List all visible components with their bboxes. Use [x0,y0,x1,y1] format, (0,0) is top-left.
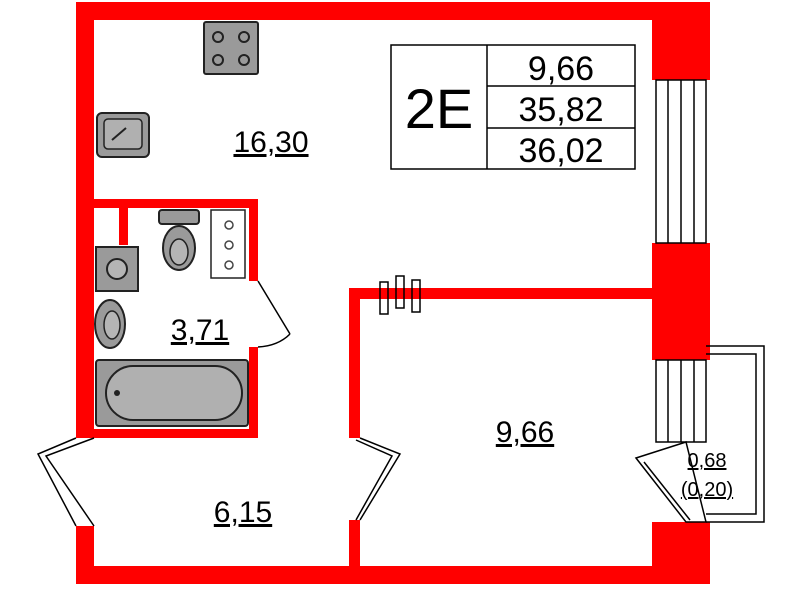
wall-bottom [76,566,710,584]
total-area-value: 35,82 [518,91,603,129]
pillar-top-right [652,2,710,80]
living-area-value: 9,66 [528,50,594,88]
wall-bedroom-left-lower [349,520,360,580]
doors [36,280,402,527]
wall-bath-bottom [76,429,258,438]
washer-icon [210,209,246,279]
wall-bedroom-left [349,288,360,438]
washbasin-icon [94,299,126,349]
pillar-mid-right [652,243,710,360]
room-kitchen-area: 16,30 [233,126,308,159]
total-area-with-balcony-value: 36,02 [518,132,603,170]
wall-bath-right-lower [249,347,258,437]
stove-icon [203,21,259,75]
boiler-icon [95,246,139,292]
bedroom-door [355,437,402,521]
room-bedroom-area: 9,66 [496,416,554,449]
wall-left-upper [76,2,94,438]
apartment-type-code: 2E [405,77,474,140]
window-upper [655,79,707,244]
balcony-area: 0,68 [688,450,727,472]
balcony [634,345,765,523]
bathroom-door [257,280,291,348]
entrance-door [36,437,95,527]
room-bathroom-area: 3,71 [171,314,229,347]
bathtub-icon [95,359,249,427]
apartment-info-table: 2E 9,66 35,82 36,02 [390,44,636,170]
window-lower [655,359,707,443]
wall-bath-right [249,199,258,281]
wall-bedroom-top [349,288,659,299]
room-hall-area: 6,15 [214,496,272,529]
kitchen-sink-icon [96,112,150,158]
exterior-walls [76,2,710,584]
wall-bath-stub [119,199,128,245]
pillar-bottom-right [652,522,710,584]
interior-walls [76,199,659,580]
balcony-reduced-area: (0,20) [681,479,733,501]
wardrobe-icon [379,275,421,315]
wall-top [76,2,710,20]
wall-bath-top [76,199,258,208]
toilet-icon [158,209,200,271]
